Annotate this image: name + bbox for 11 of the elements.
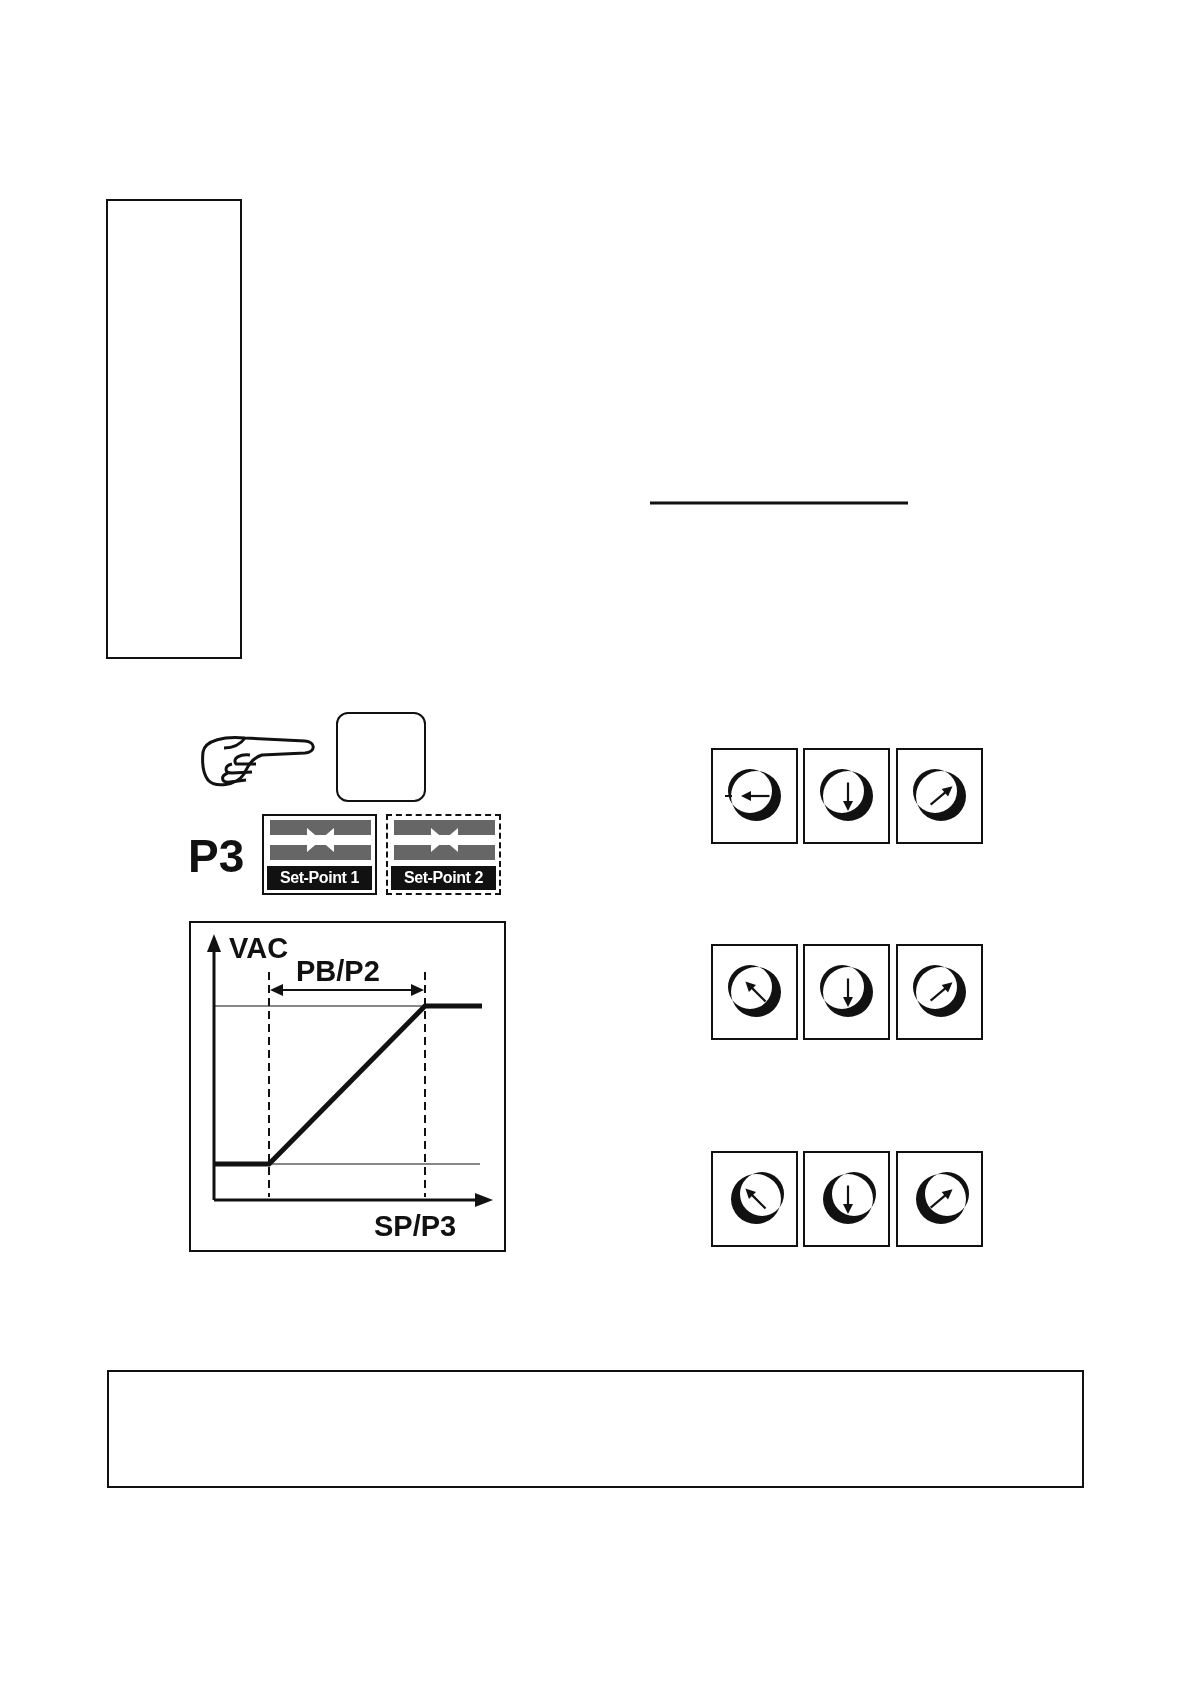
set-point-label: Set-Point 1 [267, 866, 372, 890]
set-point-panel [386, 814, 501, 895]
empty-box [107, 1370, 1084, 1488]
empty-box [336, 712, 426, 802]
axis-label: SP/P3 [374, 1212, 457, 1241]
set-point-label: Set-Point 2 [391, 866, 496, 890]
parameter-label: P3 [188, 833, 245, 879]
axis-label: VAC [229, 934, 289, 963]
span-label: PB/P2 [296, 957, 380, 986]
empty-box [106, 199, 242, 659]
set-point-panel [262, 814, 377, 895]
